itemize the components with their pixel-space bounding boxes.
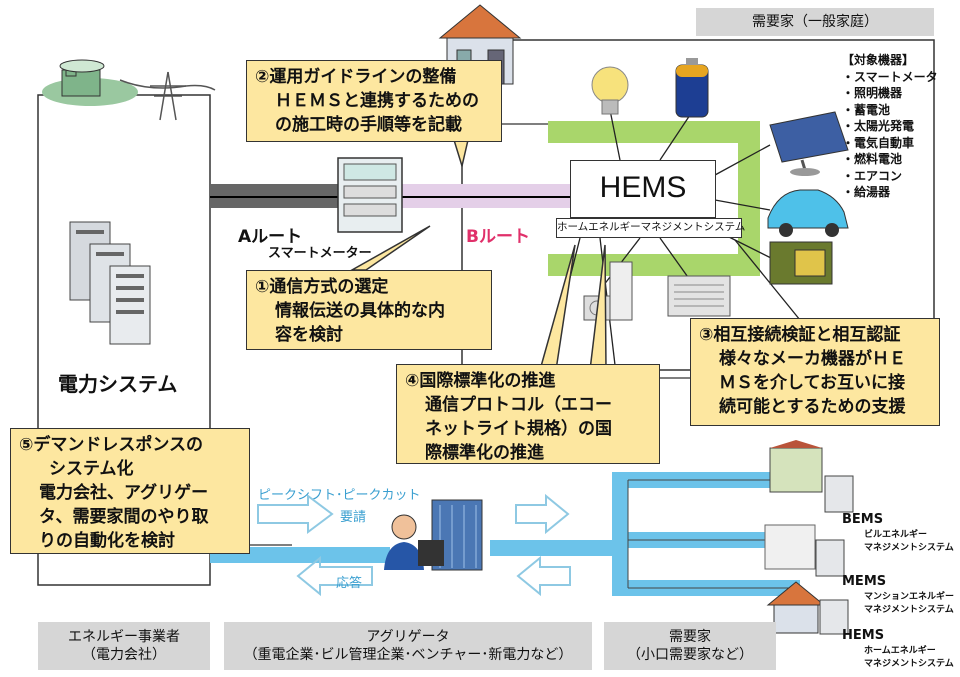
power-plant-icon bbox=[42, 59, 138, 106]
label-aggregator: アグリゲータ （重電企業･ビル管理企業･ベンチャー･新電力など） bbox=[224, 622, 592, 670]
callout-demand-response: ⑤デマンドレスポンスの システム化 電力会社、アグリゲー タ、需要家間のやり取 … bbox=[10, 428, 250, 554]
smart-meter-label: スマートメーター bbox=[268, 246, 372, 261]
aggregator-operator-icon bbox=[384, 499, 483, 571]
system-desc: ビルエネルギー bbox=[864, 530, 928, 540]
request-label: 要請 bbox=[340, 510, 367, 525]
air-conditioner-icon bbox=[667, 275, 731, 317]
callout-interconnection: ③相互接続検証と相互認証 様々なメーカ機器がＨＥ ＭＳを介してお互いに接 続可能… bbox=[690, 318, 940, 426]
system-hems: HEMS ホームエネルギー マネジメントシステム bbox=[842, 628, 954, 669]
solar-panel-icon bbox=[769, 111, 849, 176]
response-label: 応答 bbox=[336, 576, 363, 591]
building-district-icon bbox=[769, 440, 854, 513]
server-rack-icon bbox=[69, 221, 151, 345]
flow-arrows bbox=[257, 493, 571, 597]
system-name: HEMS bbox=[842, 628, 885, 643]
target-device-item: ・燃料電池 bbox=[842, 152, 903, 166]
green-frame bbox=[548, 121, 760, 143]
target-device-item: ・照明機器 bbox=[842, 86, 903, 100]
light-bulb-icon bbox=[591, 66, 629, 115]
target-device-item: ・電気自動車 bbox=[842, 135, 915, 150]
system-desc: マネジメントシステム bbox=[864, 543, 954, 553]
home-icon bbox=[766, 581, 849, 635]
target-device-list: 【対象機器】 ・スマートメータ ・照明機器 ・蓄電池 ・太陽光発電 ・電気自動車… bbox=[842, 52, 938, 201]
label-energy-company: エネルギー事業者 （電力会社） bbox=[38, 622, 210, 670]
hems-subtitle: ホームエネルギーマネジメントシステム bbox=[556, 218, 745, 238]
target-device-item: ・スマートメータ bbox=[842, 69, 938, 84]
target-device-item: ・給湯器 bbox=[842, 185, 891, 199]
a-route-label: Aルート bbox=[238, 227, 303, 247]
hems-title: HEMS bbox=[599, 171, 687, 204]
power-pylon-icon bbox=[119, 71, 216, 121]
system-desc: ホームエネルギー bbox=[864, 646, 936, 656]
callout-communication-method: ①通信方式の選定 情報伝送の具体的な内 容を検討 bbox=[246, 270, 492, 350]
callout-operation-guideline: ②運用ガイドラインの整備 ＨＥＭＳと連携するための の施工時の手順等を記載 bbox=[246, 60, 502, 142]
electric-car-icon bbox=[767, 189, 849, 237]
system-name: MEMS bbox=[842, 574, 887, 589]
fuel-cell-icon bbox=[769, 241, 833, 285]
callout-international-standard: ④国際標準化の推進 通信プロトコル（エコー ネットライト規格）の国 際標準化の推… bbox=[396, 364, 660, 464]
smart-meter-icon bbox=[337, 157, 403, 233]
target-device-item: ・蓄電池 bbox=[842, 102, 891, 117]
battery-icon bbox=[675, 58, 709, 118]
hems-box: HEMS bbox=[570, 160, 716, 218]
power-system-label: 電力システム bbox=[58, 372, 178, 396]
system-name: BEMS bbox=[842, 512, 884, 527]
consumer-header: 需要家（一般家庭） bbox=[696, 8, 934, 36]
system-bems: BEMS ビルエネルギー マネジメントシステム bbox=[842, 512, 954, 553]
target-device-title: 【対象機器】 bbox=[842, 53, 915, 67]
b-route-label: Bルート bbox=[466, 227, 530, 247]
apartment-icon bbox=[764, 524, 845, 577]
target-device-item: ・太陽光発電 bbox=[842, 119, 915, 133]
system-desc: マネジメントシステム bbox=[864, 659, 954, 669]
peak-shift-label: ピークシフト･ピークカット bbox=[258, 488, 421, 503]
label-small-consumer: 需要家 （小口需要家など） bbox=[604, 622, 776, 670]
system-desc: マネジメントシステム bbox=[864, 605, 954, 615]
system-mems: MEMS マンションエネルギー マネジメントシステム bbox=[842, 574, 954, 615]
system-desc: マンションエネルギー bbox=[864, 592, 955, 602]
target-device-item: ・エアコン bbox=[842, 168, 903, 183]
